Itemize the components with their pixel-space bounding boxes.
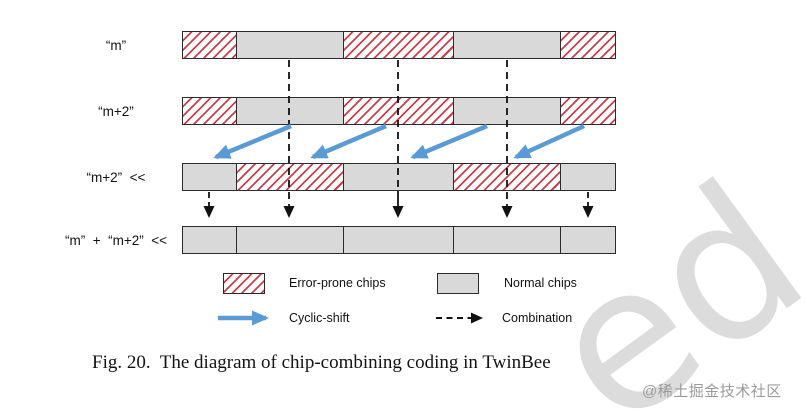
chip-segment (453, 32, 560, 58)
chip-segment (236, 227, 343, 253)
row-label-m2: “m+2” (98, 103, 134, 119)
chip-segment (236, 164, 343, 190)
chip-segment (453, 164, 560, 190)
legend-normal-swatch (437, 273, 479, 294)
chip-segment (559, 164, 615, 190)
cyclic-shift-arrow (410, 123, 488, 160)
chip-segment (236, 32, 343, 58)
figure-caption: Fig. 20. The diagram of chip-combining c… (92, 352, 551, 373)
chip-segment (453, 98, 560, 124)
row-label-m: “m” (105, 37, 127, 53)
chip-segment (183, 164, 237, 190)
chip-segment (183, 98, 237, 124)
chip-segment (559, 98, 615, 124)
chip-segment (342, 164, 454, 190)
legend-normal-label: Normal chips (504, 276, 577, 290)
community-watermark: @稀土掘金技术社区 (642, 383, 782, 400)
row-label-m2-shifted: “m+2” << (86, 169, 146, 185)
chip-bar-m (182, 31, 616, 59)
row-label-combined: “m” + “m+2” << (64, 232, 168, 248)
chip-segment (183, 32, 237, 58)
legend-error-prone-label: Error-prone chips (289, 276, 386, 290)
chip-bar-m2 (182, 97, 616, 125)
cyclic-shift-arrow (213, 123, 292, 160)
chip-segment (559, 227, 615, 253)
chip-bar-m2-shifted (182, 163, 616, 191)
chip-segment (342, 32, 454, 58)
chip-segment (342, 98, 454, 124)
chip-segment (559, 32, 615, 58)
legend-cyclic-shift-label: Cyclic-shift (289, 310, 350, 325)
cyclic-shift-arrow (310, 123, 387, 160)
chip-segment (183, 227, 237, 253)
chip-bar-combined (182, 226, 616, 254)
chip-segment (236, 98, 343, 124)
legend-error-prone-swatch (223, 273, 265, 294)
chip-segment (342, 227, 454, 253)
legend-combination-label: Combination (502, 310, 573, 325)
chip-segment (453, 227, 560, 253)
cyclic-shift-arrow (513, 123, 585, 160)
